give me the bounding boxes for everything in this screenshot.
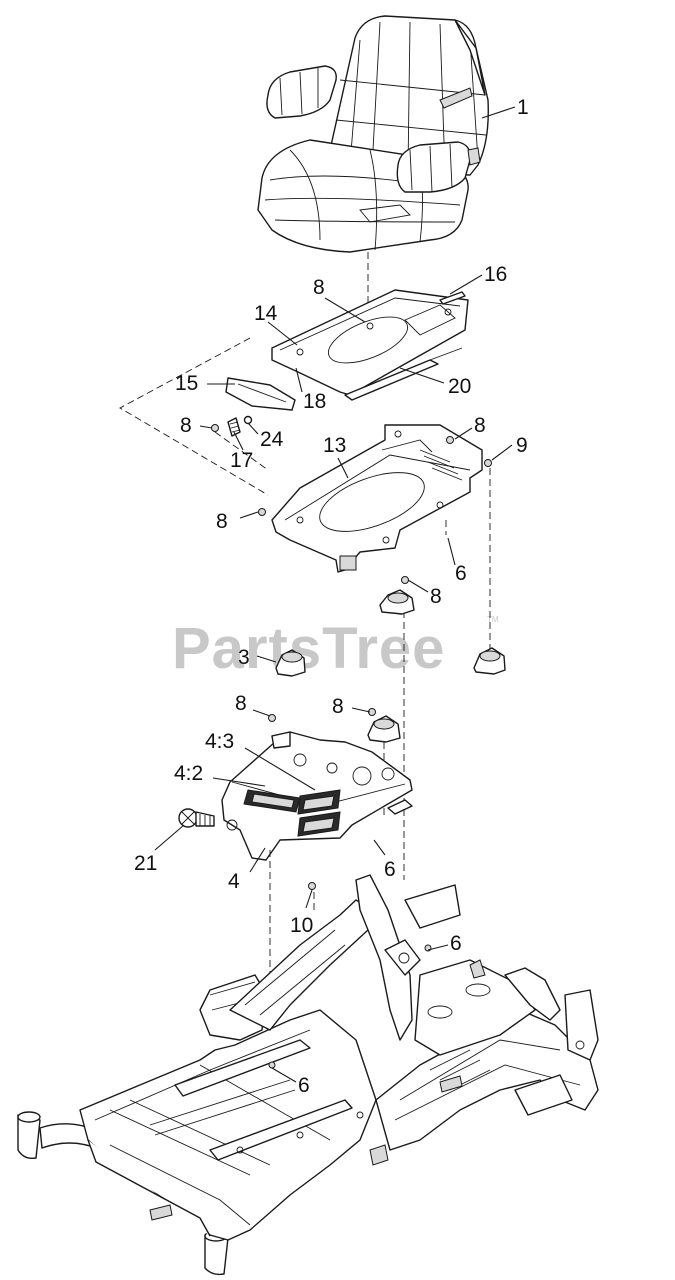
latch-bracket	[225, 377, 296, 411]
knob	[178, 808, 215, 828]
callout-8: 8	[430, 585, 442, 608]
callout-6: 6	[455, 562, 467, 585]
callout-3: 3	[238, 646, 250, 669]
spring	[227, 417, 241, 437]
callout-8: 8	[180, 414, 192, 437]
callout-10: 10	[290, 914, 313, 937]
callout-8: 8	[474, 414, 486, 437]
callout-9: 9	[516, 434, 528, 457]
callout-13: 13	[323, 434, 346, 457]
callout-labels: 1 16 8 14 15 18 20 8 24 17 13 8 9 8 6 8 …	[134, 96, 529, 1097]
watermark-trademark: TM	[487, 615, 499, 624]
callout-4-3: 4:3	[205, 730, 234, 753]
callout-8: 8	[332, 695, 344, 718]
isolator-mount	[379, 589, 415, 615]
callout-6: 6	[298, 1074, 310, 1097]
seat	[257, 15, 489, 253]
callout-4-2: 4:2	[174, 762, 203, 785]
callout-6: 6	[384, 858, 396, 881]
washer	[243, 415, 253, 425]
callout-8: 8	[235, 692, 247, 715]
callout-14: 14	[254, 302, 278, 325]
isolator-mount	[473, 647, 506, 675]
isolator-mount	[367, 715, 401, 743]
callout-1: 1	[517, 96, 529, 119]
callout-24: 24	[260, 428, 284, 451]
callout-8: 8	[313, 276, 325, 299]
callout-18: 18	[303, 390, 326, 413]
watermark: PartsTree TM	[172, 615, 499, 681]
seat-base-plate	[271, 424, 483, 573]
nut	[211, 424, 219, 432]
callout-20: 20	[448, 375, 471, 398]
callout-16: 16	[484, 263, 507, 286]
callout-4: 4	[228, 870, 240, 893]
isolator-mount	[275, 649, 306, 677]
mower-frame	[17, 874, 599, 1276]
control-panel	[221, 731, 413, 861]
callout-6: 6	[450, 932, 462, 955]
callout-15: 15	[175, 372, 198, 395]
watermark-text: PartsTree	[172, 616, 445, 681]
callout-8: 8	[216, 510, 228, 533]
seat-mount-plate	[271, 289, 469, 401]
callout-21: 21	[134, 852, 157, 875]
callout-17: 17	[230, 449, 253, 472]
pin	[439, 291, 466, 305]
leader-lines	[154, 106, 516, 1083]
